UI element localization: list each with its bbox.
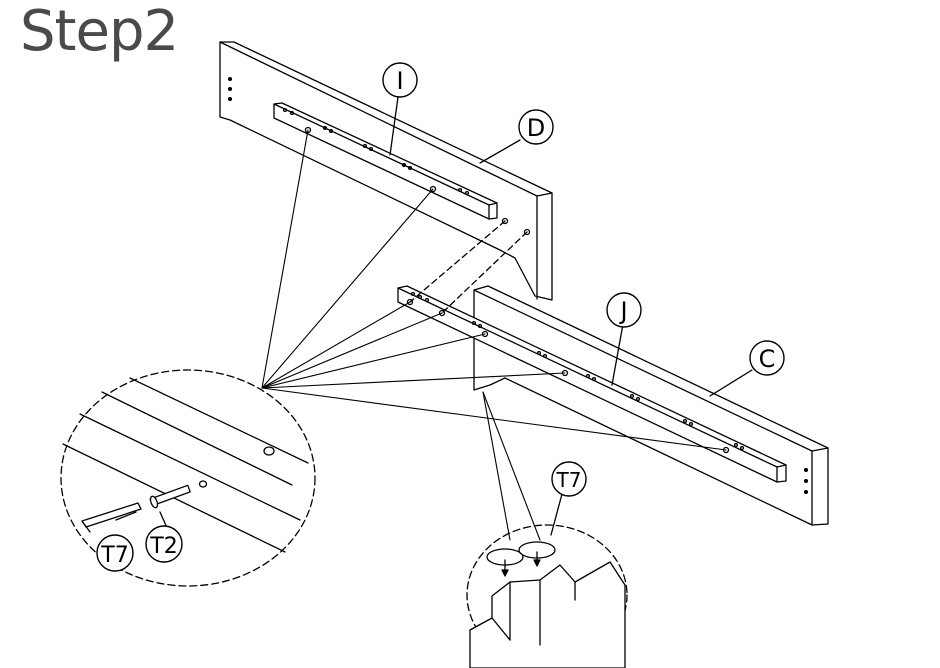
label-t2: T2	[149, 534, 177, 559]
label-j-callout: J	[606, 292, 642, 328]
step-title: Step2	[20, 0, 179, 64]
label-c-callout: C	[749, 340, 785, 376]
label-t7-left-callout: T7	[96, 534, 134, 572]
rail-i	[273, 102, 498, 220]
label-c: C	[759, 345, 776, 373]
detail-circle-bottom	[466, 493, 628, 668]
detail-leaders-left	[261, 129, 727, 451]
rail-j	[397, 285, 787, 483]
label-t2-callout: T2	[145, 525, 183, 563]
label-d: D	[527, 114, 545, 142]
label-i: I	[396, 67, 403, 95]
label-t7-top: T7	[556, 468, 582, 492]
detail-circle-left	[60, 369, 316, 587]
label-t7-top-callout: T7	[551, 461, 587, 497]
label-d-callout: D	[518, 109, 554, 145]
label-j: J	[618, 297, 627, 325]
label-i-callout: I	[382, 62, 418, 98]
label-t7-left: T7	[100, 543, 128, 568]
